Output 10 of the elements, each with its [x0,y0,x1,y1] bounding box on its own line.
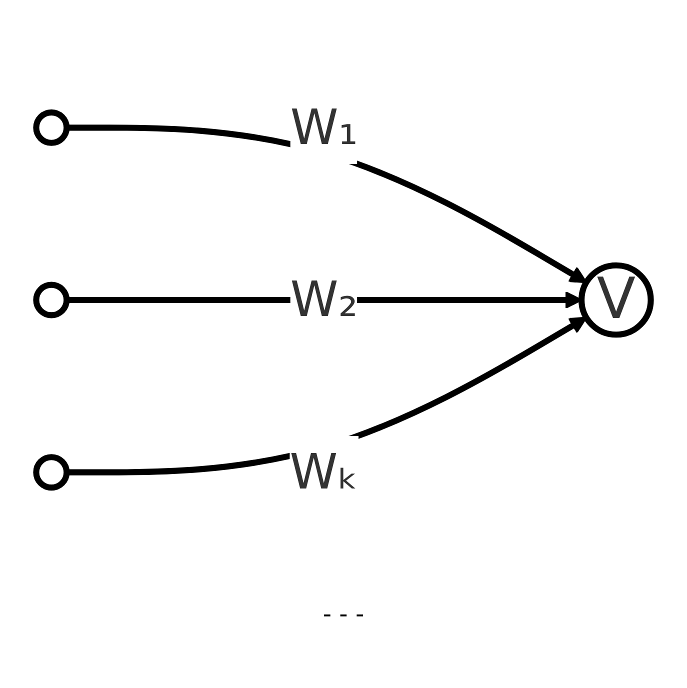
node-circle [33,109,70,146]
edge-label: W₂ [290,272,358,328]
edge-label: Wₖ [290,444,358,501]
edge-label: W₁ [290,99,358,156]
arrow [66,316,588,476]
node-circle [33,282,70,318]
arrow [66,124,588,284]
node-circle: V [578,262,654,338]
node-circle [33,454,70,491]
ellipsis-note: - - - [322,600,366,628]
